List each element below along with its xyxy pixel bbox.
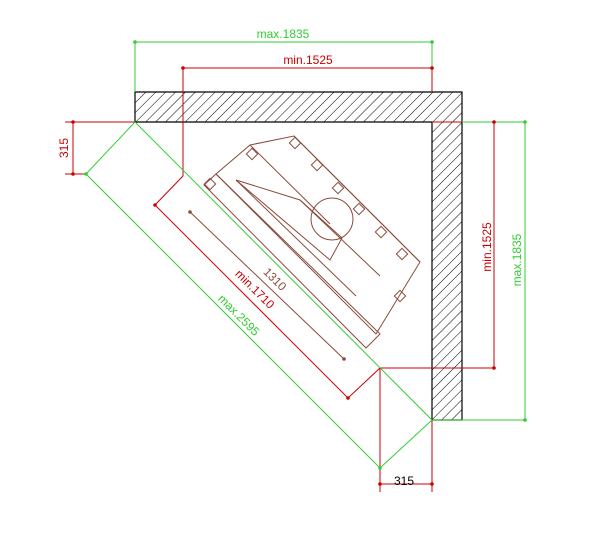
bottom-offset-dimension (379, 368, 433, 492)
bottom-offset-label: 315 (394, 474, 414, 488)
right-max-label: max.1835 (510, 233, 524, 286)
range-hood-unit (203, 135, 421, 349)
right-min-label: min.1525 (480, 222, 494, 272)
unit-width-dimension (189, 211, 345, 360)
top-max-dimension (134, 41, 433, 92)
diag-min-dimension (154, 175, 381, 399)
left-offset-dimension (65, 121, 135, 175)
left-offset-label: 315 (57, 138, 71, 158)
top-min-dimension (182, 67, 433, 176)
diag-max-dimension (85, 121, 433, 469)
dimension-end-points (71, 40, 527, 486)
top-max-label: max.1835 (257, 27, 310, 41)
top-min-label: min.1525 (283, 53, 333, 67)
